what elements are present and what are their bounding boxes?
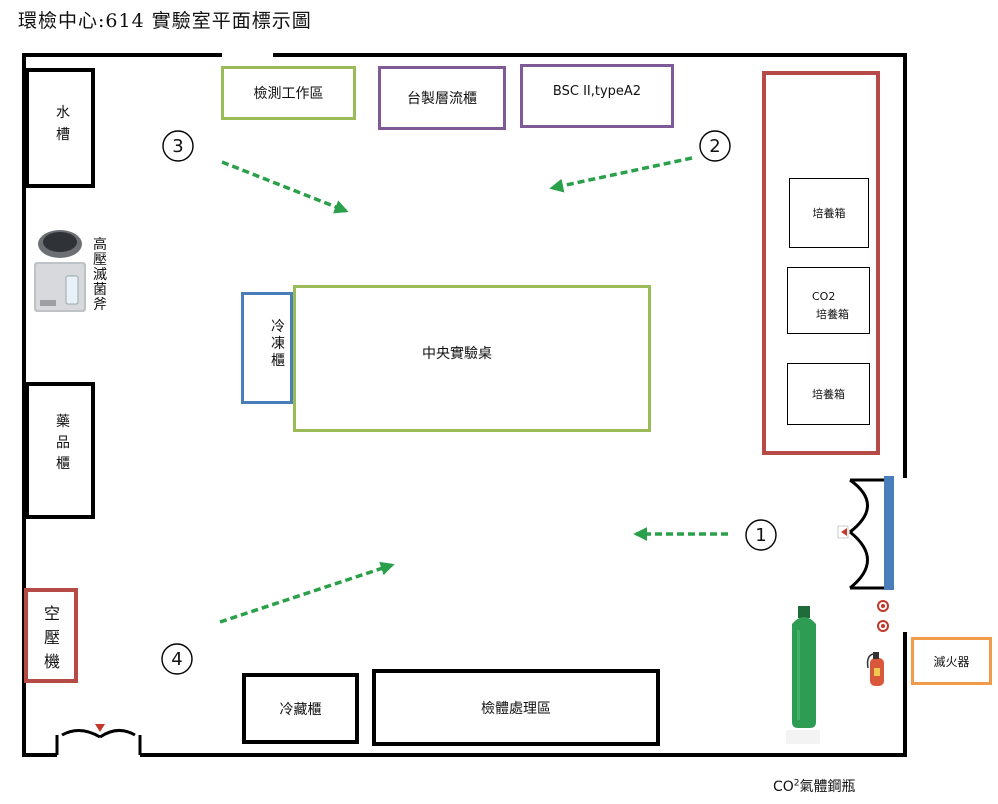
sink-label: 水槽: [56, 105, 70, 143]
marker-1: 1: [755, 524, 767, 546]
arrow-4: [219, 561, 395, 624]
air-compressor-label: 空壓機: [43, 604, 60, 671]
marker-3: 3: [172, 135, 184, 157]
co2-cylinder-caption: CO2氣體鋼瓶: [773, 776, 856, 796]
bottom-left-door: [55, 724, 142, 755]
autoclave-label: 高壓滅菌斧: [93, 237, 107, 313]
co2-cylinder-icon: [786, 606, 820, 744]
chem-cabinet-box: 藥品櫃: [25, 382, 95, 519]
co2-cylinder-rest: 氣體鋼瓶: [799, 779, 856, 795]
co2-cylinder-main: CO: [773, 779, 794, 795]
bsc-box: BSC II,typeA2: [520, 64, 674, 128]
central-bench-label: 中央實驗桌: [422, 345, 492, 362]
freezer-box: 冷凍櫃: [241, 292, 293, 404]
room-walls: [22, 53, 907, 757]
flow-arrows: [219, 156, 728, 624]
incubator-3-box: 培養箱: [787, 363, 870, 425]
laminar-flow-label: 台製層流櫃: [407, 91, 477, 107]
co2-cylinder-sup: 2: [793, 778, 800, 789]
air-compressor-box: 空壓機: [24, 588, 78, 683]
incubator-zone: [762, 71, 880, 455]
specimen-area-box: 檢體處理區: [372, 669, 660, 746]
inspection-area-label: 檢測工作區: [253, 86, 324, 102]
arrow-2: [549, 156, 693, 193]
marker-4: 4: [171, 648, 183, 670]
incubator-1-box: 培養箱: [789, 178, 869, 248]
central-bench-box: 中央實驗桌: [293, 285, 651, 432]
freezer-label: 冷凍櫃: [271, 319, 285, 369]
incubator-co2-line2: 培養箱: [816, 308, 849, 321]
autoclave-icon: [34, 230, 86, 312]
incubator-1-label: 培養箱: [812, 207, 846, 220]
arrow-3: [221, 160, 349, 214]
fire-extinguisher-icon: [864, 650, 886, 690]
sink-box: 水槽: [25, 68, 95, 188]
specimen-area-label: 檢體處理區: [481, 700, 551, 717]
page-title: 環檢中心:614 實驗室平面標示圖: [18, 10, 312, 32]
inspection-area-box: 檢測工作區: [221, 66, 356, 120]
marker-2: 2: [709, 135, 721, 157]
refrigerator-label: 冷藏櫃: [279, 701, 322, 718]
incubator-co2-line1: CO2: [812, 290, 836, 303]
extinguisher-box: 滅火器: [911, 637, 992, 685]
incubator-co2-box: CO2 培養箱: [787, 267, 870, 334]
laminar-flow-box: 台製層流櫃: [378, 66, 506, 130]
markers: [161, 130, 777, 675]
incubator-3-label: 培養箱: [812, 388, 845, 401]
right-door: [849, 476, 894, 590]
extinguisher-label: 滅火器: [933, 654, 970, 669]
alarm-dots-icon: [877, 600, 889, 632]
bsc-label: BSC II,typeA2: [552, 83, 642, 99]
refrigerator-box: 冷藏櫃: [242, 673, 359, 744]
chem-cabinet-label: 藥品櫃: [56, 414, 70, 472]
exit-sign-right-icon: [837, 525, 849, 539]
